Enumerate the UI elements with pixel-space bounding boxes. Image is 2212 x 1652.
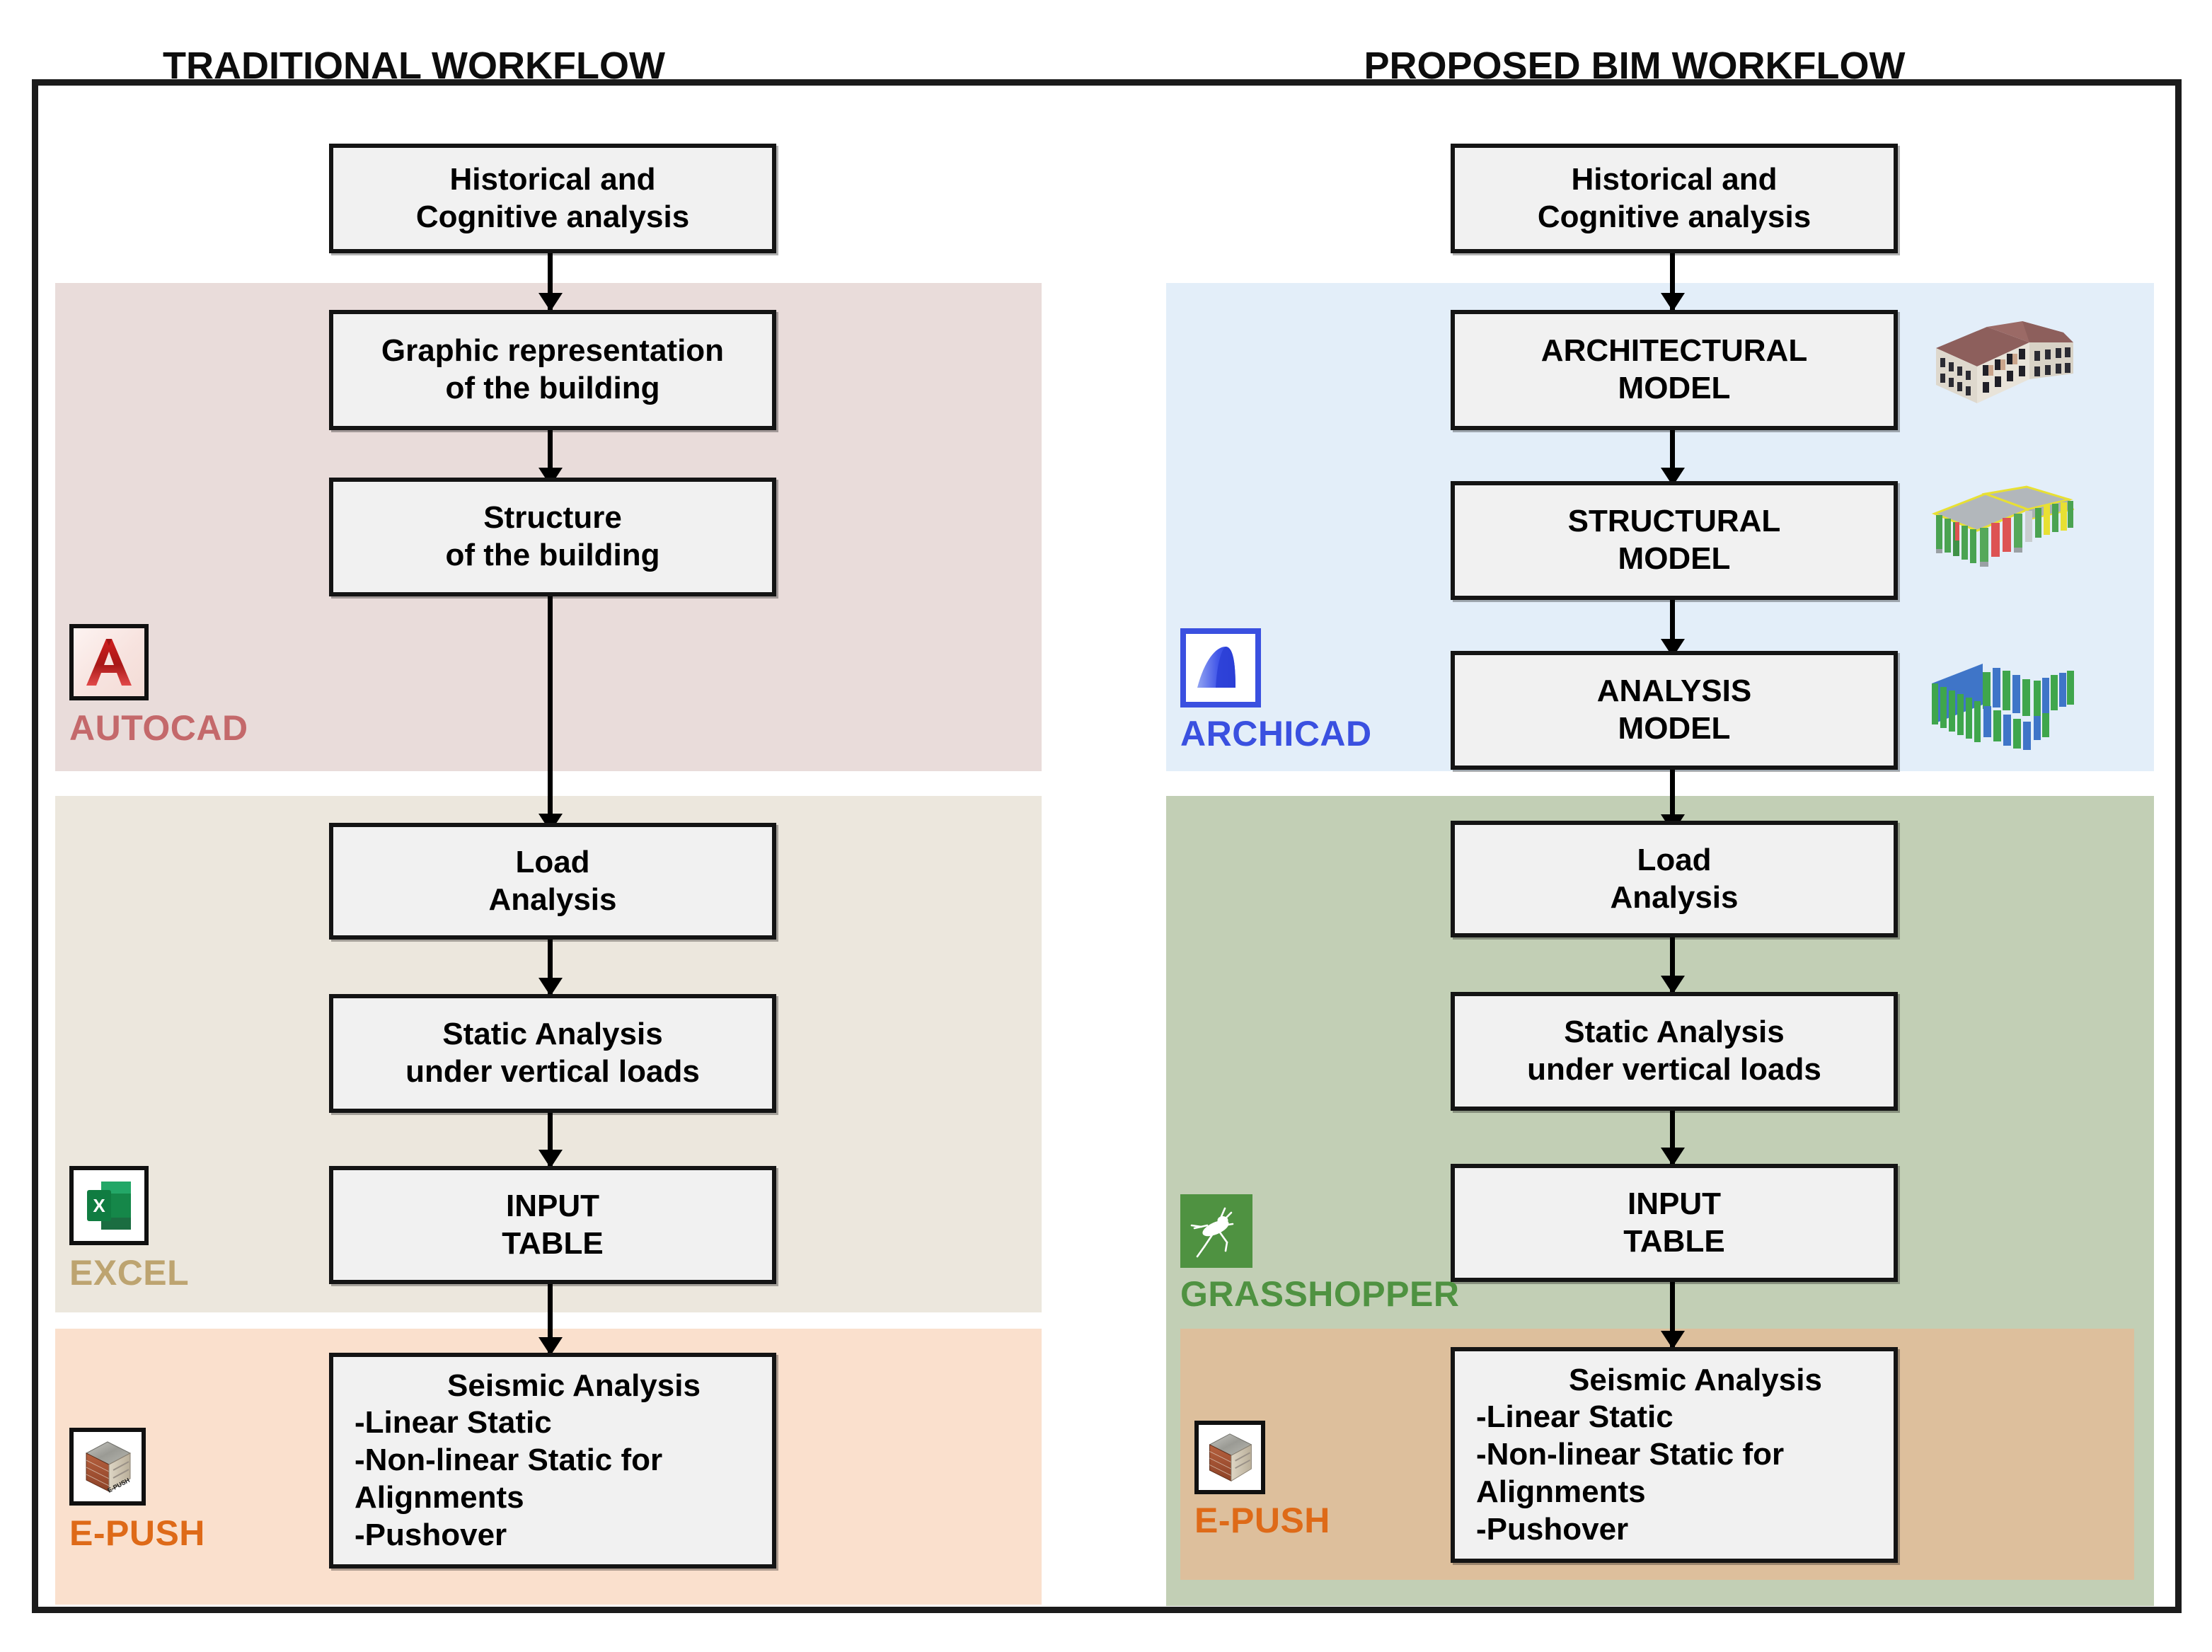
box-line: Static Analysis [1564, 1015, 1785, 1050]
autocad-icon [69, 624, 149, 700]
box-line: MODEL [1618, 541, 1731, 576]
architectural-model-svg [1936, 321, 2073, 403]
box-r-historical-cognitive-analysis[interactable]: Historical and Cognitive analysis [1451, 144, 1898, 253]
grasshopper-icon [1180, 1194, 1252, 1268]
box-line: Static Analysis [442, 1017, 663, 1052]
box-line: MODEL [1618, 711, 1731, 746]
arrow-r-struct-to-analysis [1670, 600, 1675, 657]
box-line: TABLE [1623, 1223, 1725, 1259]
arrow-r-load-to-static [1670, 935, 1675, 993]
box-line: Load [1637, 842, 1712, 877]
box-line: -Non-linear Static for [355, 1443, 663, 1478]
box-line: of the building [445, 371, 660, 405]
box-line: -Pushover [355, 1517, 507, 1552]
box-line: under vertical loads [405, 1054, 700, 1089]
box-line: -Pushover [1476, 1511, 1629, 1547]
box-line: Load [515, 844, 590, 879]
box-line: Structure [483, 500, 622, 536]
arrow-graphic-to-structure [548, 429, 553, 485]
box-line: Cognitive analysis [1537, 199, 1811, 234]
arrow-r-arch-to-struct [1670, 429, 1675, 485]
box-line: Historical and [1571, 161, 1778, 197]
box-line: Analysis [488, 882, 617, 917]
box-architectural-model[interactable]: ARCHITECTURAL MODEL [1451, 310, 1898, 430]
box-line: -Non-linear Static for [1476, 1437, 1785, 1472]
box-static-analysis-vertical-loads[interactable]: Static Analysis under vertical loads [329, 994, 776, 1113]
arrow-r-analysis-to-load [1670, 770, 1675, 832]
analysis-model-svg [1932, 664, 2074, 750]
arrow-r-hist-to-arch [1670, 252, 1675, 311]
epush-icon-right [1194, 1421, 1265, 1494]
box-line: under vertical loads [1527, 1052, 1821, 1087]
box-title: Seismic Analysis [447, 1368, 701, 1403]
arrow-r-input-to-seismic [1670, 1279, 1675, 1348]
box-line: Alignments [355, 1479, 524, 1515]
epush-label-left: E-PUSH [69, 1513, 205, 1553]
structural-model-thumb [1923, 481, 2086, 594]
box-seismic-analysis[interactable]: Seismic Analysis -Linear Static -Non-lin… [329, 1353, 776, 1569]
box-line: Cognitive analysis [415, 199, 690, 234]
excel-glyph: X [87, 1182, 131, 1230]
box-r-static-analysis-vertical-loads[interactable]: Static Analysis under vertical loads [1451, 992, 1898, 1111]
box-line: INPUT [506, 1188, 599, 1223]
structural-model-svg [1931, 485, 2075, 567]
box-structural-model[interactable]: STRUCTURAL MODEL [1451, 481, 1898, 600]
box-line: -Linear Static [355, 1405, 552, 1440]
box-line: TABLE [502, 1225, 604, 1261]
box-line: of the building [445, 538, 660, 572]
box-line: INPUT [1628, 1186, 1721, 1221]
box-structure-of-building[interactable]: Structure of the building [329, 478, 776, 596]
grasshopper-label: GRASSHOPPER [1180, 1274, 1460, 1314]
left-column-title: TRADITIONAL WORKFLOW [163, 45, 665, 87]
box-line: ANALYSIS [1596, 674, 1752, 709]
box-r-input-table[interactable]: INPUT TABLE [1451, 1164, 1898, 1282]
arrow-static-to-input [548, 1111, 553, 1167]
box-line: Alignments [1476, 1474, 1646, 1509]
epush-masonry-cube-glyph: E-PUSH [85, 1441, 132, 1494]
box-line: STRUCTURAL [1567, 504, 1781, 539]
box-title: Seismic Analysis [1569, 1362, 1822, 1397]
box-line: Historical and [449, 161, 656, 197]
svg-text:X: X [93, 1195, 105, 1216]
archicad-icon [1180, 628, 1261, 707]
architectural-model-thumb [1923, 311, 2086, 424]
excel-icon: X [69, 1166, 149, 1245]
right-column-title: PROPOSED BIM WORKFLOW [1364, 45, 1906, 87]
arrow-structure-to-load [548, 594, 553, 831]
box-r-seismic-analysis[interactable]: Seismic Analysis -Linear Static -Non-lin… [1451, 1347, 1898, 1563]
excel-label: EXCEL [69, 1253, 190, 1293]
grasshopper-insect-glyph [1190, 1207, 1234, 1258]
box-historical-cognitive-analysis[interactable]: Historical and Cognitive analysis [329, 144, 776, 253]
epush-masonry-cube-glyph [1209, 1433, 1252, 1482]
epush-icon: E-PUSH [69, 1428, 146, 1506]
autocad-a-glyph [86, 639, 132, 686]
epush-label-right: E-PUSH [1194, 1501, 1330, 1540]
box-line: ARCHITECTURAL [1540, 333, 1808, 369]
box-input-table[interactable]: INPUT TABLE [329, 1166, 776, 1284]
box-line: -Linear Static [1476, 1399, 1674, 1435]
box-line: Analysis [1610, 879, 1739, 915]
box-line: MODEL [1618, 371, 1731, 405]
box-r-load-analysis[interactable]: Load Analysis [1451, 821, 1898, 937]
box-analysis-model[interactable]: ANALYSIS MODEL [1451, 651, 1898, 770]
box-graphic-representation[interactable]: Graphic representation of the building [329, 310, 776, 430]
arrow-hist-to-graphic [548, 252, 553, 311]
autocad-label: AUTOCAD [69, 708, 248, 748]
arrow-load-to-static [548, 937, 553, 995]
archicad-label: ARCHICAD [1180, 714, 1372, 753]
arrow-input-to-seismic [548, 1281, 553, 1355]
box-load-analysis[interactable]: Load Analysis [329, 823, 776, 940]
arrow-r-static-to-input [1670, 1109, 1675, 1165]
analysis-model-thumb [1923, 651, 2086, 764]
box-line: Graphic representation [381, 333, 725, 369]
archicad-arc-glyph [1197, 647, 1235, 688]
